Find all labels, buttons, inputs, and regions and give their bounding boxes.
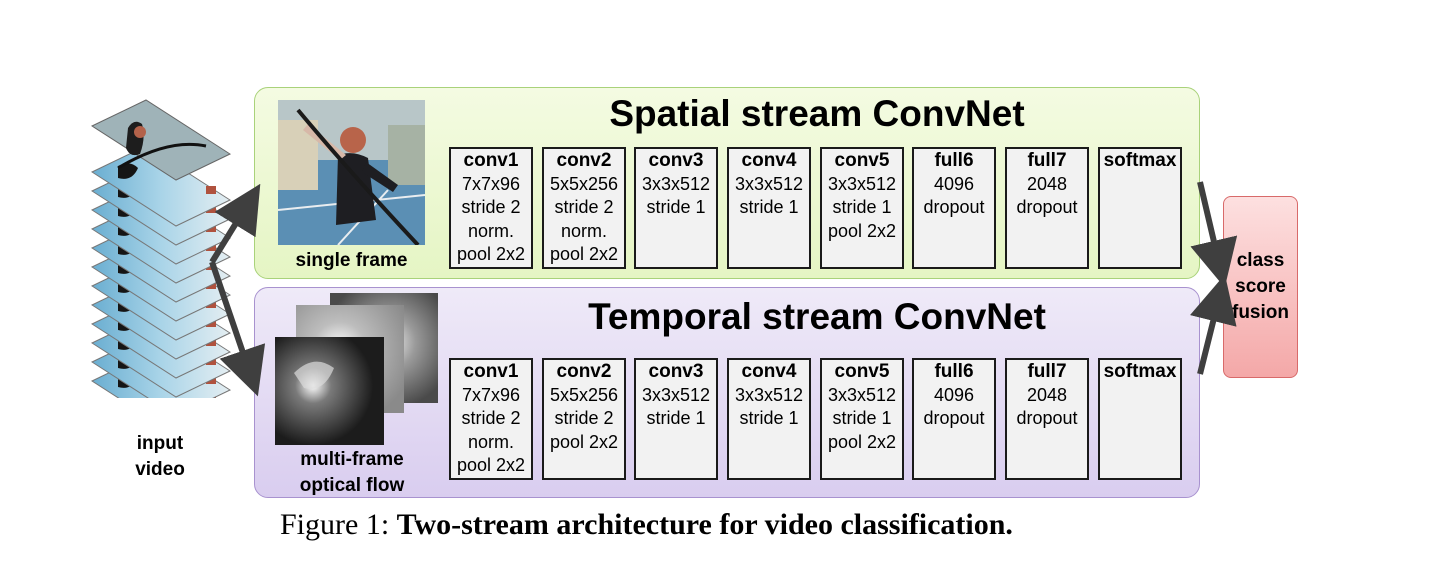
- layer-param: 3x3x512: [827, 173, 897, 194]
- layer-param: pool 2x2: [456, 244, 526, 264]
- single-frame-label: single frame: [295, 250, 408, 271]
- layer-param: 3x3x512: [641, 384, 711, 405]
- layer-param: 2048: [1026, 173, 1068, 194]
- video-frame-figure: [118, 163, 138, 179]
- layer-name: full6: [934, 150, 974, 171]
- layer-param: pool 2x2: [549, 431, 619, 452]
- arrow-spatial-to-fusion: [1190, 181, 1238, 288]
- layer-param: stride 1: [832, 408, 892, 428]
- layer-param: stride 2: [554, 197, 614, 217]
- layer-name: conv4: [741, 361, 797, 382]
- layer-name: conv1: [463, 361, 519, 382]
- layer-name: conv4: [741, 150, 797, 171]
- layer-param: stride 2: [554, 408, 614, 428]
- layer-name: softmax: [1103, 150, 1177, 171]
- layer-param: pool 2x2: [827, 431, 897, 452]
- layer-name: conv5: [834, 150, 890, 171]
- layer-param: 3x3x512: [734, 384, 804, 405]
- video-frame-edge: [206, 186, 216, 194]
- layer-param: stride 1: [646, 197, 706, 217]
- layer-param: norm.: [467, 431, 514, 452]
- layer-name: conv2: [556, 361, 612, 382]
- layer-param: norm.: [467, 220, 514, 241]
- layer-param: 4096: [933, 384, 975, 405]
- figure-caption: Figure 1: Two-stream architecture for vi…: [280, 508, 1013, 541]
- video-frame-rod: [117, 142, 207, 170]
- layer-param: stride 1: [739, 197, 799, 217]
- layer-name: full6: [934, 361, 974, 382]
- layer-param: stride 2: [461, 197, 521, 217]
- input-video-label: input video: [135, 433, 185, 480]
- layer-param: pool 2x2: [456, 455, 526, 475]
- layer-param: 7x7x96: [461, 384, 521, 405]
- optical-flow-label: multi-frame optical flow: [299, 449, 405, 496]
- layer-param: 4096: [933, 173, 975, 194]
- layer-param: stride 1: [832, 197, 892, 217]
- layer-param: 3x3x512: [734, 173, 804, 194]
- layer-param: stride 2: [461, 408, 521, 428]
- layer-param: 3x3x512: [827, 384, 897, 405]
- layer-param: dropout: [923, 408, 985, 428]
- layer-name: full7: [1027, 150, 1067, 171]
- layer-param: stride 1: [646, 408, 706, 428]
- layer-name: conv2: [556, 150, 612, 171]
- arrow-temporal-to-fusion: [1189, 274, 1237, 375]
- layer-param: 5x5x256: [549, 384, 619, 405]
- layer-param: dropout: [923, 197, 985, 217]
- layer-param: norm.: [560, 220, 607, 241]
- layer-name: softmax: [1103, 361, 1177, 382]
- class-score-fusion-box: class score fusion: [1223, 196, 1298, 378]
- single-frame-image: [278, 100, 425, 245]
- layer-name: conv1: [463, 150, 519, 171]
- layer-param: dropout: [1016, 197, 1078, 217]
- temporal-layer-softmax: softmax: [1098, 358, 1182, 480]
- spatial-stream-title: Spatial stream ConvNet: [609, 93, 1025, 134]
- layer-param: stride 1: [739, 408, 799, 428]
- temporal-stream-title: Temporal stream ConvNet: [588, 296, 1046, 337]
- layer-param: 3x3x512: [641, 173, 711, 194]
- layer-param: dropout: [1016, 408, 1078, 428]
- video-frame-top: [90, 99, 232, 181]
- layer-param: pool 2x2: [549, 244, 619, 264]
- layer-name: full7: [1027, 361, 1067, 382]
- layer-param: pool 2x2: [827, 220, 897, 241]
- layer-param: 7x7x96: [461, 173, 521, 194]
- spatial-layer-softmax: softmax: [1098, 147, 1182, 269]
- input-video-stack: [90, 99, 232, 398]
- layer-name: conv3: [648, 150, 704, 171]
- optical-flow-images: [275, 293, 438, 445]
- video-frame-head: [134, 126, 146, 138]
- layer-param: 5x5x256: [549, 173, 619, 194]
- layer-name: conv3: [648, 361, 704, 382]
- layer-param: 2048: [1026, 384, 1068, 405]
- layer-name: conv5: [834, 361, 890, 382]
